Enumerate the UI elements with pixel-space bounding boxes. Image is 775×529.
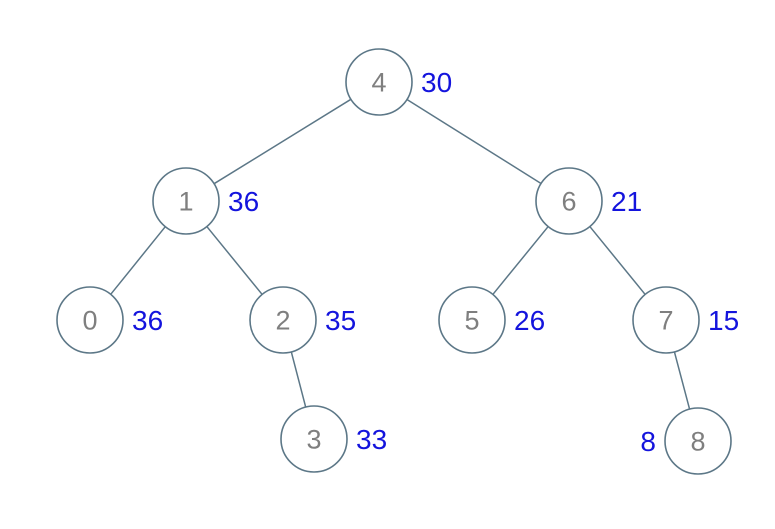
tree-node-label-4: 4: [371, 67, 386, 97]
tree-node-value-3: 33: [356, 424, 387, 455]
tree-node-circle-8: [664, 407, 732, 475]
tree-node-value-1: 36: [228, 186, 259, 217]
tree-node-label-2: 2: [275, 305, 290, 335]
tree-edge-1-2: [206, 225, 263, 296]
tree-node-value-7: 15: [708, 305, 739, 336]
tree-edge-4-6: [406, 98, 542, 185]
tree-edge-6-5: [492, 225, 549, 296]
tree-node-value-5: 26: [514, 305, 545, 336]
tree-node-circle-4: [345, 48, 413, 116]
tree-node-value-2: 35: [325, 305, 356, 336]
tree-node-circle-1: [152, 167, 220, 235]
tree-node-circle-2: [249, 286, 317, 354]
tree-node-circle-7: [632, 286, 700, 354]
tree-node-label-0: 0: [82, 305, 97, 335]
tree-node-value-8: 8: [640, 426, 656, 457]
tree-node-circle-6: [535, 167, 603, 235]
tree-edge-6-7: [589, 225, 646, 296]
tree-node-value-4: 30: [421, 67, 452, 98]
tree-node-circle-3: [280, 405, 348, 473]
tree-edge-1-0: [109, 225, 167, 296]
tree-edge-7-8: [673, 351, 691, 410]
tree-node-circle-0: [56, 286, 124, 354]
tree-node-label-6: 6: [561, 186, 576, 216]
tree-node-label-8: 8: [690, 426, 705, 456]
tree-node-label-1: 1: [178, 186, 193, 216]
tree-node-circle-5: [438, 286, 506, 354]
tree-edge-2-3: [290, 351, 307, 408]
tree-node-value-0: 36: [132, 305, 163, 336]
tree-node-label-7: 7: [658, 305, 673, 335]
tree-node-value-6: 21: [611, 186, 642, 217]
tree-edge-4-1: [213, 98, 352, 185]
tree-node-label-5: 5: [464, 305, 479, 335]
tree-node-label-3: 3: [306, 424, 321, 454]
